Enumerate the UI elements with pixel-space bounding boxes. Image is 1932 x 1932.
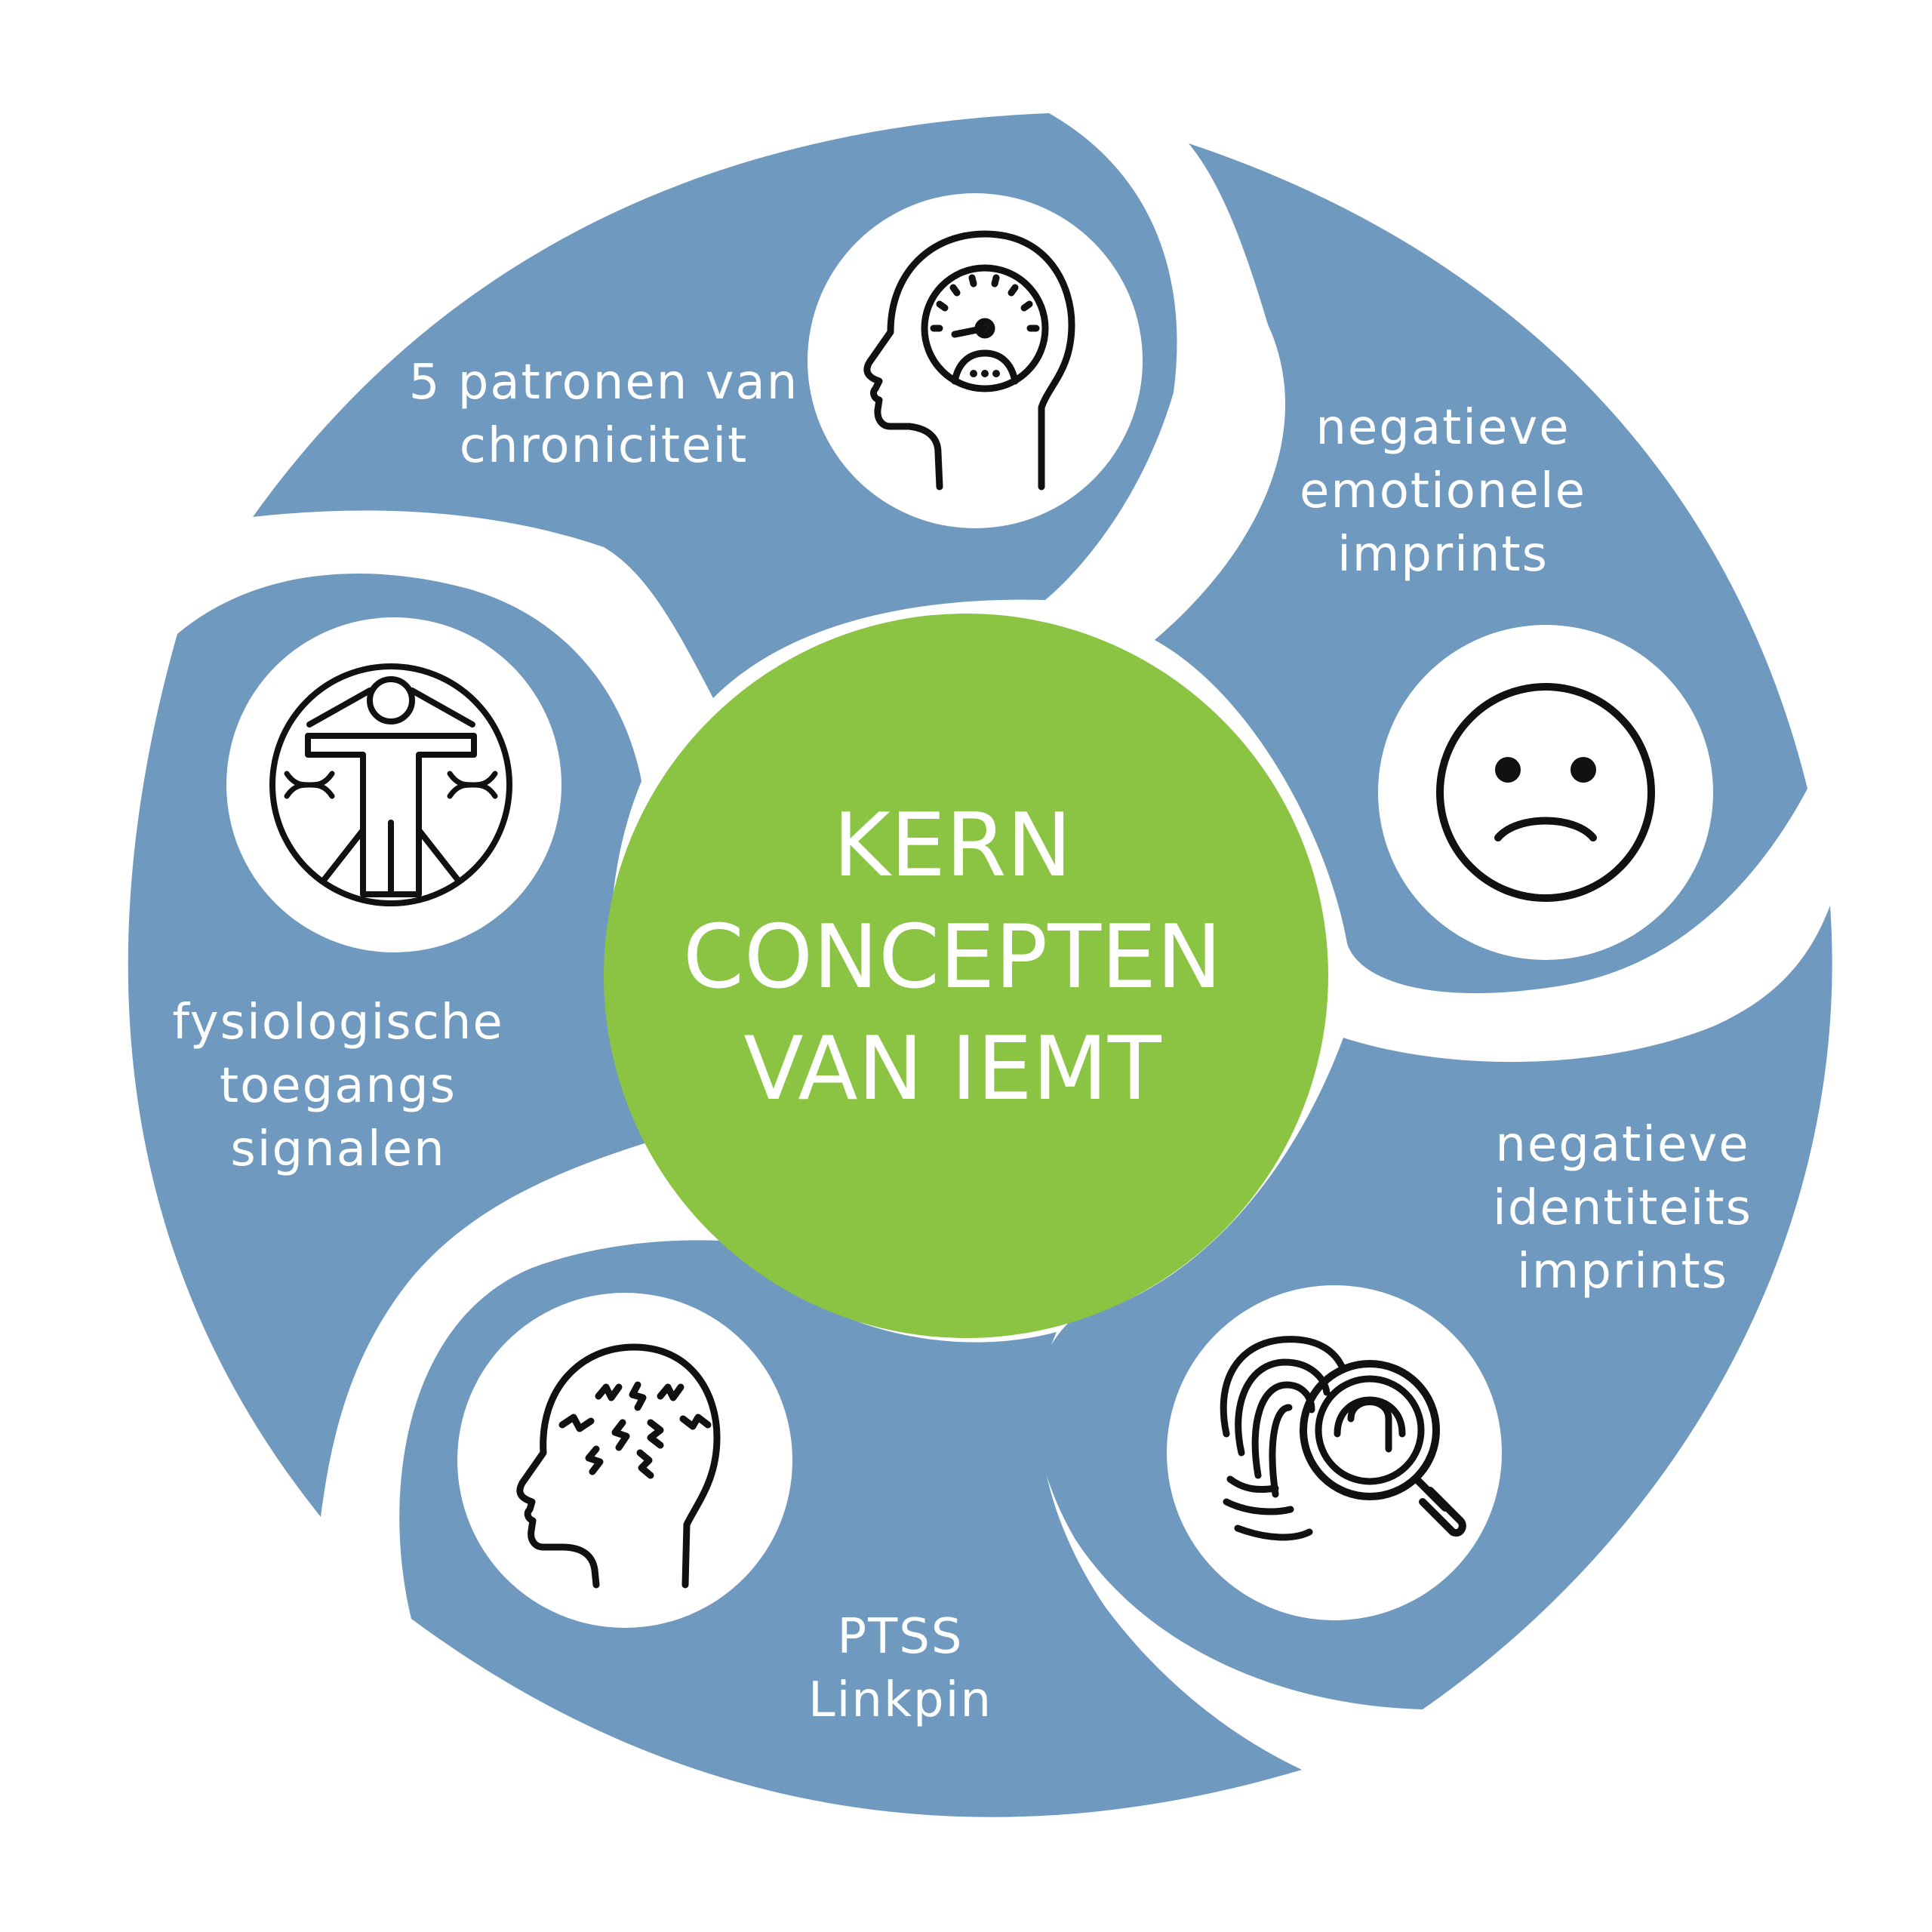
label-identiteits-line-3: imprints xyxy=(1517,1244,1728,1300)
label-emotionele-line-1: negatieve xyxy=(1315,400,1570,456)
vitruvian-man-dna-icon xyxy=(269,663,512,906)
label-emotionele-line-3: imprints xyxy=(1337,527,1549,583)
label-ptss-line-2: Linkpin xyxy=(808,1672,992,1728)
label-identiteits-line-1: negatieve xyxy=(1495,1117,1749,1173)
center-title-line-3: VAN IEMT xyxy=(743,1018,1162,1120)
label-fysiologische-line-2: toegangs xyxy=(220,1058,457,1114)
center-circle xyxy=(604,614,1328,1338)
head-gauge-icon xyxy=(863,230,1075,491)
label-fysiologische-line-1: fysiologische xyxy=(172,995,503,1051)
sad-face-icon xyxy=(1436,683,1655,902)
label-ptss-line-1: PTSS xyxy=(838,1609,964,1665)
label-identiteits-line-2: identiteits xyxy=(1493,1180,1752,1236)
label-fysiologische-line-3: signalen xyxy=(230,1121,445,1177)
icon-circle-emotionele xyxy=(1378,625,1713,960)
icon-circle-identiteits xyxy=(1167,1285,1502,1620)
label-chroniciteit-line-2: chroniciteit xyxy=(460,418,748,474)
label-chroniciteit: 5 patronen van chroniciteit xyxy=(409,355,799,474)
label-emotionele: negatieve emotionele imprints xyxy=(1300,400,1586,583)
label-identiteits: negatieve identiteits imprints xyxy=(1493,1117,1752,1300)
icon-circle-ptss xyxy=(457,1293,792,1628)
label-ptss: PTSS Linkpin xyxy=(808,1609,992,1728)
label-fysiologische: fysiologische toegangs signalen xyxy=(172,995,503,1177)
label-emotionele-line-2: emotionele xyxy=(1300,463,1586,519)
label-chroniciteit-line-1: 5 patronen van xyxy=(409,355,799,411)
center-title: KERN CONCEPTEN VAN IEMT xyxy=(683,795,1222,1120)
fingerprint-magnifier-icon xyxy=(1220,1336,1466,1541)
icon-circle-chroniciteit xyxy=(808,193,1143,528)
center-title-line-1: KERN xyxy=(833,795,1072,897)
center-title-line-2: CONCEPTEN xyxy=(683,906,1222,1008)
head-stress-icon xyxy=(516,1343,721,1589)
